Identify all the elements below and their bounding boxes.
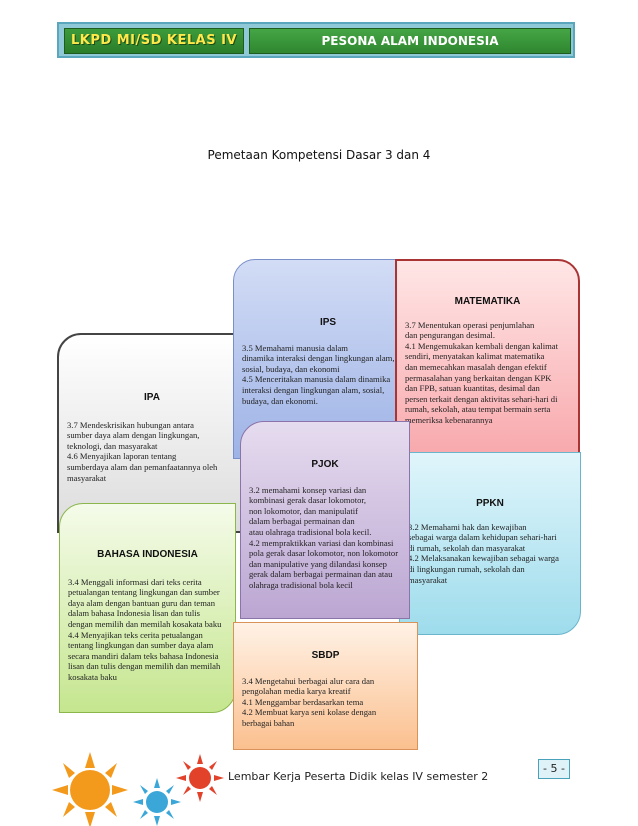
card-sbdp-title: SBDP: [311, 650, 340, 661]
card-ipa-title: IPA: [144, 392, 160, 403]
card-ppkn-title: PPKN: [476, 498, 504, 509]
card-pjok: PJOK 3.2 memahami konsep variasi dan kom…: [240, 421, 410, 619]
card-sbdp-body: 3.4 Mengetahui berbagai alur cara dan pe…: [242, 675, 377, 728]
card-bahasa-indonesia: BAHASA INDONESIA 3.4 Menggali informasi …: [59, 503, 236, 713]
card-sbdp: SBDP 3.4 Mengetahui berbagai alur cara d…: [233, 622, 418, 750]
header-class-label: LKPD MI/SD KELAS IV: [64, 28, 244, 54]
page-number: - 5 -: [538, 759, 570, 779]
card-bahasa-indonesia-title: BAHASA INDONESIA: [97, 549, 198, 560]
card-ppkn-body: 3.2 Memahami hak dan kewajiban sebagai w…: [408, 521, 559, 585]
header-theme-label: PESONA ALAM INDONESIA: [249, 28, 571, 54]
card-pjok-body: 3.2 memahami konsep variasi dan kombinas…: [249, 484, 399, 590]
card-ipa-body: 3.7 Mendeskrisikan hubungan antara sumbe…: [67, 419, 218, 483]
card-pjok-title: PJOK: [311, 459, 339, 470]
sun-blue-icon: [133, 778, 181, 826]
card-ppkn: PPKN 3.2 Memahami hak dan kewajiban seba…: [399, 452, 581, 635]
page-title: Pemetaan Kompetensi Dasar 3 dan 4: [207, 148, 431, 162]
footer-text: Lembar Kerja Peserta Didik kelas IV seme…: [228, 770, 489, 783]
header-bar: LKPD MI/SD KELAS IV PESONA ALAM INDONESI…: [57, 22, 575, 58]
card-ipa: IPA 3.7 Mendeskrisikan hubungan antara s…: [57, 333, 247, 533]
card-matematika-body: 3.7 Menentukan operasi penjumlahan dan p…: [405, 319, 558, 425]
sun-red-icon: [176, 754, 224, 802]
card-bahasa-indonesia-body: 3.4 Menggali informasi dari teks cerita …: [68, 576, 222, 682]
card-matematika-title: MATEMATIKA: [454, 296, 521, 307]
card-ips-body: 3.5 Memahami manusia dalam dinamika inte…: [242, 342, 395, 406]
sun-orange-icon: [52, 752, 128, 826]
card-matematika: MATEMATIKA 3.7 Menentukan operasi penjum…: [395, 259, 580, 459]
card-ips-title: IPS: [319, 317, 337, 328]
